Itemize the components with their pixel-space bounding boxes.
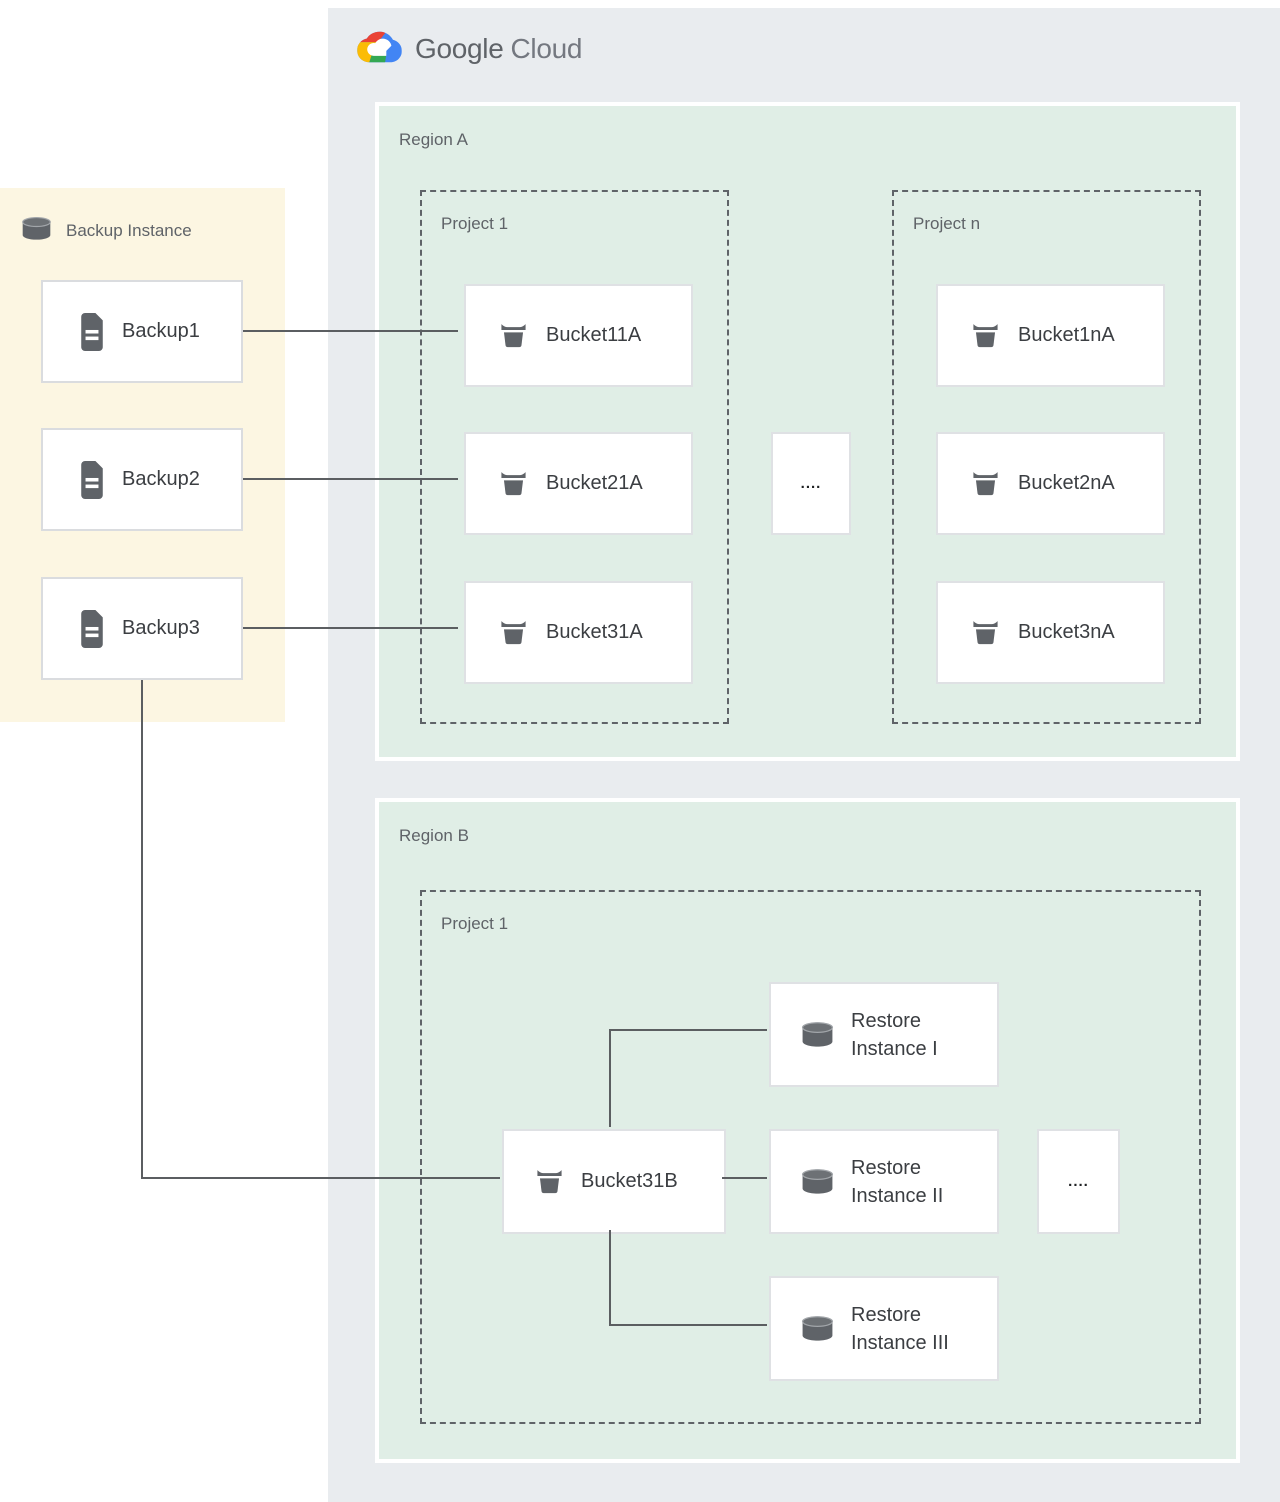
logo-text-google: Google xyxy=(415,32,504,64)
document-icon xyxy=(77,312,107,351)
ellipsis-label: .... xyxy=(800,475,822,492)
connector-backup2-bucket21a xyxy=(243,478,458,480)
database-icon xyxy=(800,1315,835,1342)
node-bucket3na: Bucket3nA xyxy=(936,581,1165,684)
region-a-project-n-label: Project n xyxy=(913,214,981,233)
database-icon xyxy=(20,216,53,246)
node-label: Restore Instance III xyxy=(851,1303,949,1354)
connector-bucket31b-restore3-vertical xyxy=(609,1230,611,1326)
region-a-box: Region A Project 1 Bucket11A Bucket21A B… xyxy=(375,102,1240,761)
node-bucket2na: Bucket2nA xyxy=(936,432,1165,535)
region-b-box: Region B Project 1 Bucket31B Restore Ins… xyxy=(375,798,1240,1463)
backup-instance-title: Backup Instance xyxy=(66,221,192,240)
region-b-ellipsis-box: .... xyxy=(1037,1129,1120,1234)
node-label: Backup3 xyxy=(122,617,200,639)
connector-backup3-bucket31a xyxy=(243,627,458,629)
node-label: Bucket2nA xyxy=(1018,472,1115,494)
node-bucket11a: Bucket11A xyxy=(464,284,693,387)
document-icon xyxy=(77,460,107,499)
node-bucket21a: Bucket21A xyxy=(464,432,693,535)
node-bucket1na: Bucket1nA xyxy=(936,284,1165,387)
node-label: Backup1 xyxy=(122,320,200,342)
region-a-project-1-box: Project 1 Bucket11A Bucket21A Bucket31A xyxy=(420,190,729,724)
connector-bucket31b-restore2 xyxy=(722,1177,767,1179)
connector-backup3-bucket31b-horizontal xyxy=(141,1177,500,1179)
node-label: Bucket21A xyxy=(546,472,643,494)
node-restore-instance-3: Restore Instance III xyxy=(769,1276,999,1381)
connector-backup1-bucket11a xyxy=(243,330,458,332)
bucket-icon xyxy=(499,470,528,497)
region-a-project-n-box: Project n Bucket1nA Bucket2nA Bucket3nA xyxy=(892,190,1201,724)
node-restore-instance-2: Restore Instance II xyxy=(769,1129,999,1234)
node-bucket31a: Bucket31A xyxy=(464,581,693,684)
node-label: Backup2 xyxy=(122,468,200,490)
connector-backup3-bucket31b-vertical xyxy=(141,680,143,1179)
node-label: Bucket31A xyxy=(546,621,643,643)
region-a-ellipsis-box: .... xyxy=(771,432,851,535)
region-a-label: Region A xyxy=(399,130,468,149)
node-label: Restore Instance II xyxy=(851,1156,944,1207)
logo-text-cloud: Cloud xyxy=(510,32,583,64)
bucket-icon xyxy=(499,619,528,646)
region-b-project-1-label: Project 1 xyxy=(441,914,509,933)
node-backup3: Backup3 xyxy=(41,577,243,680)
node-bucket31b: Bucket31B xyxy=(502,1129,726,1234)
backup-instance-panel: Backup Instance Backup1 Backup2 Backup3 xyxy=(0,188,285,722)
bucket-icon xyxy=(535,1168,564,1195)
region-b-label: Region B xyxy=(399,826,469,845)
region-b-project-1-box: Project 1 xyxy=(420,890,1201,1424)
node-backup1: Backup1 xyxy=(41,280,243,383)
bucket-icon xyxy=(499,322,528,349)
node-restore-instance-1: Restore Instance I xyxy=(769,982,999,1087)
node-label: Bucket3nA xyxy=(1018,621,1115,643)
database-icon xyxy=(800,1168,835,1195)
node-backup2: Backup2 xyxy=(41,428,243,531)
ellipsis-label: .... xyxy=(1068,1173,1089,1190)
node-label: Bucket31B xyxy=(581,1170,678,1192)
node-label: Bucket11A xyxy=(546,324,642,346)
connector-bucket31b-restore1-horizontal xyxy=(609,1029,767,1031)
document-icon xyxy=(77,609,107,648)
bucket-icon xyxy=(971,470,1000,497)
region-a-project-1-label: Project 1 xyxy=(441,214,509,233)
backup-instance-header: Backup Instance xyxy=(20,216,192,246)
node-label: Bucket1nA xyxy=(1018,324,1115,346)
connector-bucket31b-restore3-horizontal xyxy=(609,1324,767,1326)
google-cloud-logo-icon xyxy=(357,28,402,69)
database-icon xyxy=(800,1021,835,1048)
bucket-icon xyxy=(971,322,1000,349)
bucket-icon xyxy=(971,619,1000,646)
connector-bucket31b-restore1-vertical xyxy=(609,1030,611,1127)
node-label: Restore Instance I xyxy=(851,1009,938,1060)
